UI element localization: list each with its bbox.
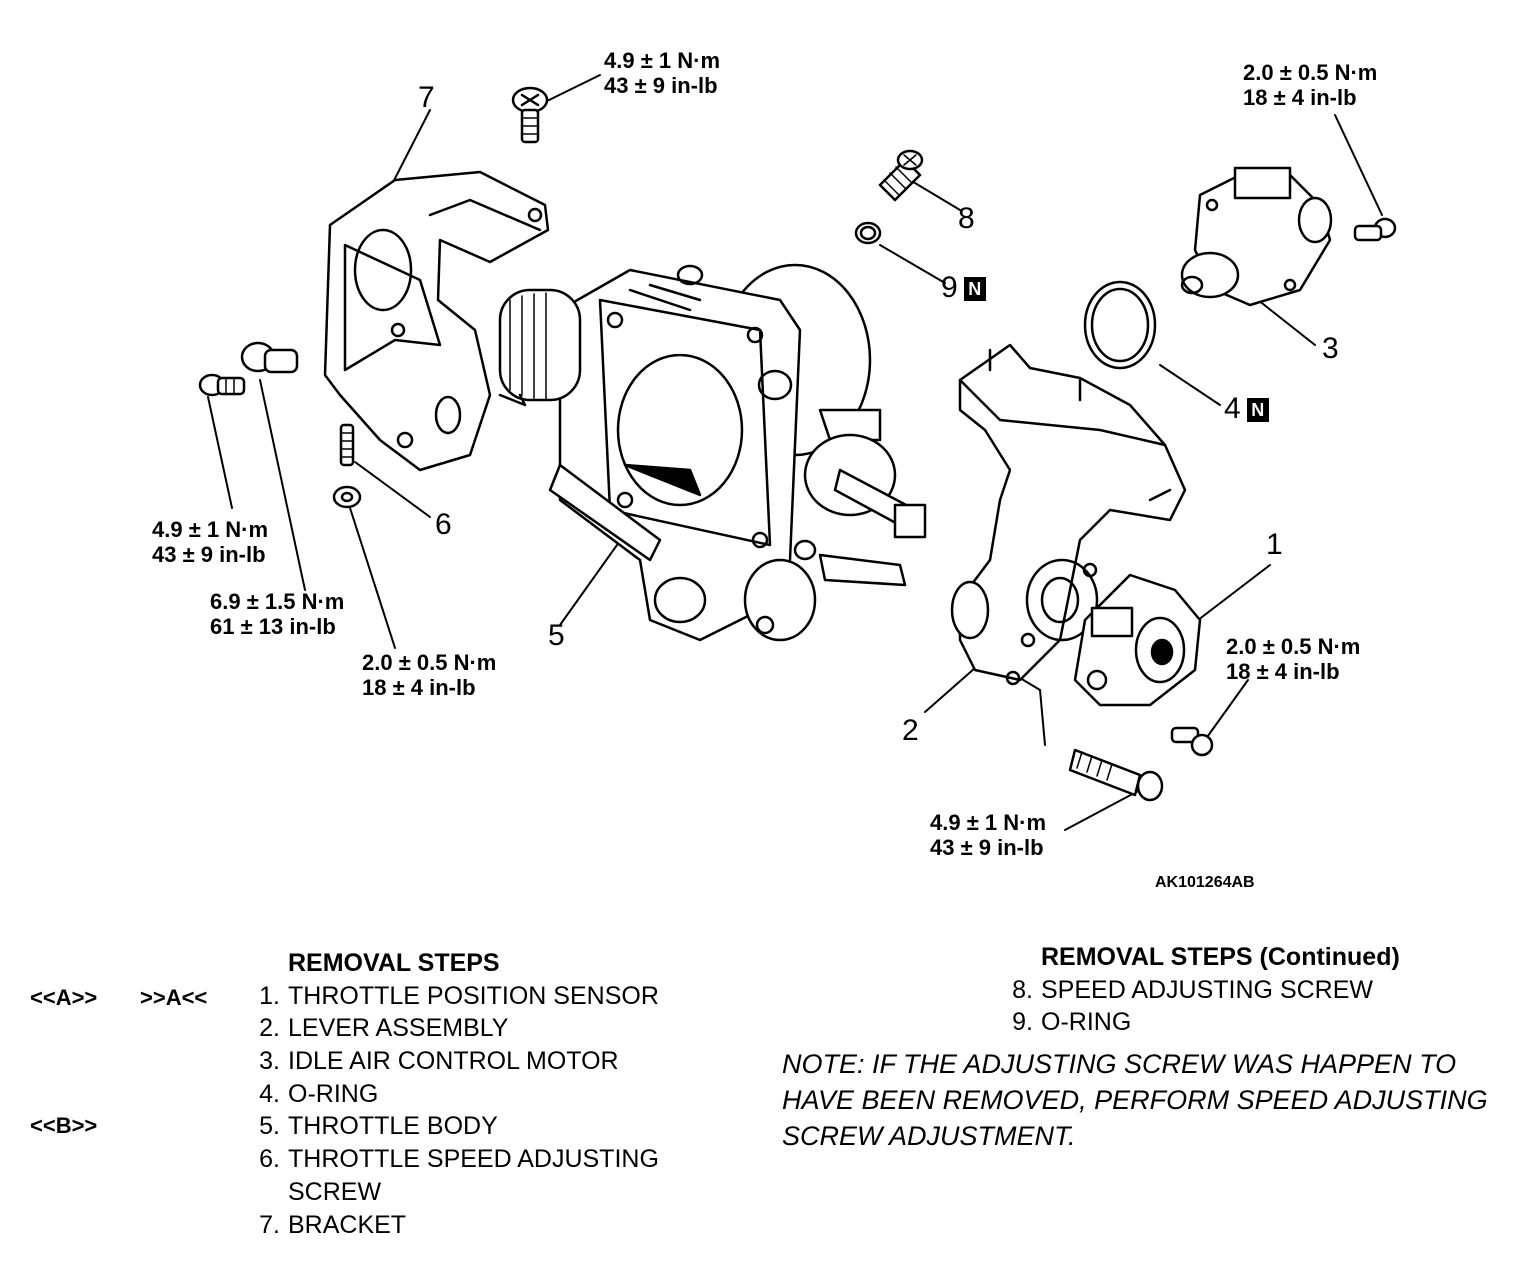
callout-2: 2 — [902, 714, 919, 747]
figure-code: AK101264AB — [1155, 874, 1255, 891]
idle-air-control-motor-part — [1180, 166, 1333, 307]
callout-4-number: 4 — [1224, 392, 1241, 425]
callout-9-number: 9 — [941, 271, 958, 304]
leader-lines — [207, 74, 1383, 831]
lever-assembly-part — [950, 343, 1187, 686]
bolt-left-large — [240, 341, 299, 374]
small-o-ring-part — [854, 221, 882, 245]
new-part-badge: N — [1246, 398, 1269, 423]
callout-3: 3 — [1322, 332, 1339, 365]
long-screw-part — [1068, 748, 1164, 802]
ref-b-install: <<B>> — [30, 1113, 98, 1138]
stud-and-nut — [332, 423, 362, 509]
bolt-left-small — [198, 373, 246, 397]
callout-6: 6 — [435, 508, 452, 541]
callout-7: 7 — [418, 81, 435, 114]
ref-a-install: <<A>> — [30, 985, 98, 1010]
exploded-view-diagram — [198, 74, 1397, 831]
large-o-ring-part — [1083, 280, 1157, 370]
throttle-position-sensor-part — [1073, 573, 1202, 707]
new-part-badge: N — [963, 277, 986, 302]
speed-adjusting-screw-part — [878, 149, 924, 202]
removal-steps-continued-title: REMOVAL STEPS (Continued) — [1041, 943, 1400, 971]
small-o-ring-inner — [859, 225, 877, 241]
callout-8: 8 — [958, 202, 975, 235]
bracket-part — [323, 170, 550, 472]
removal-steps-title: REMOVAL STEPS — [288, 949, 500, 977]
throttle-body-part — [498, 263, 927, 642]
bolt-top — [511, 86, 549, 144]
callout-1: 1 — [1266, 528, 1283, 561]
bolt-idle-motor — [1353, 217, 1397, 242]
callout-5: 5 — [548, 619, 565, 652]
adjustment-note: NOTE: IF THE ADJUSTING SCREW WAS HAPPEN … — [782, 1049, 1488, 1151]
ref-a-remove: >>A<< — [140, 985, 208, 1010]
bolt-tps — [1170, 726, 1214, 757]
